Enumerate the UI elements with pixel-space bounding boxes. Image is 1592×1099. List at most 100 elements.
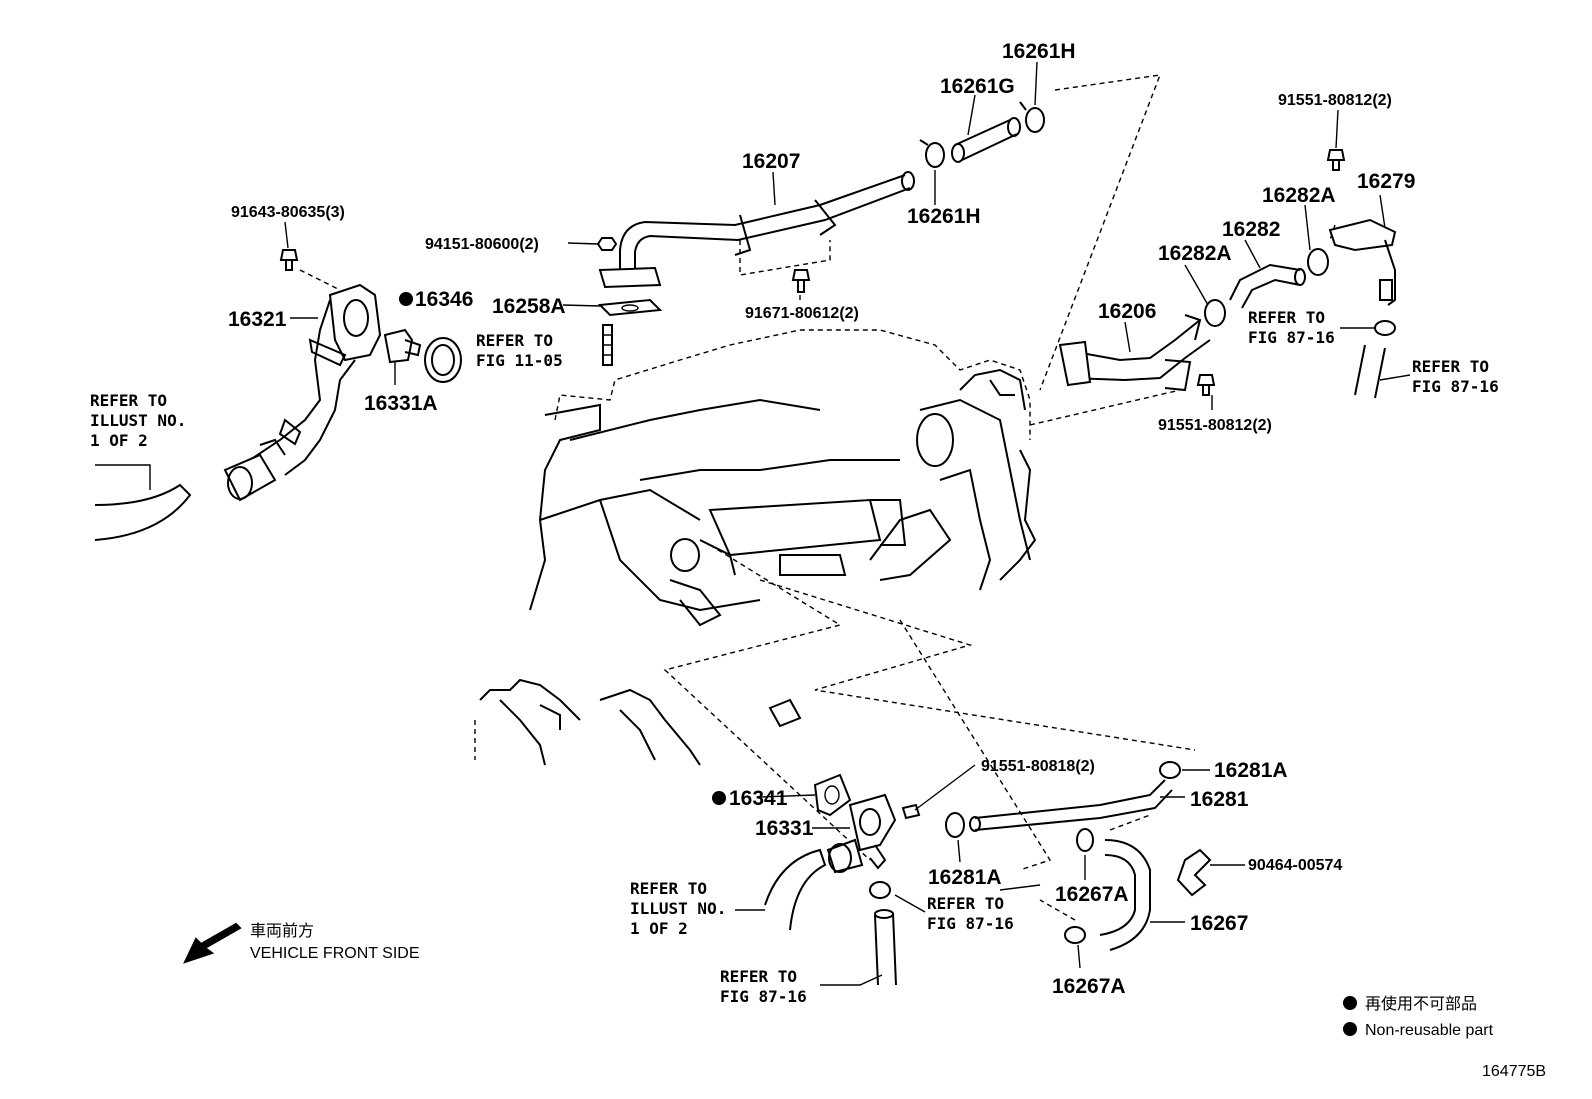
refer-fig87-a-line2: FIG 87-16 — [1248, 328, 1335, 347]
legend-dot-en — [1343, 1022, 1357, 1036]
bolt-91551-mid — [1196, 374, 1216, 396]
label-16321: 16321 — [228, 308, 287, 331]
part-labels: 16261H 16261G 16261H 16207 94151-80600(2… — [228, 40, 1415, 998]
bracket-16279 — [1328, 218, 1397, 306]
refer-fig87-a-line1: REFER TO — [1248, 308, 1325, 327]
vehicle-front-en: VEHICLE FRONT SIDE — [250, 945, 420, 962]
leader-lines — [95, 61, 1411, 986]
refer-illust-upper-line1: REFER TO — [90, 391, 167, 410]
clamp-16267a-bottom — [1064, 926, 1086, 944]
label-16267: 16267 — [1190, 912, 1248, 935]
refer-illust-lower-line3: 1 OF 2 — [630, 919, 688, 938]
refer-illust-lower-line2: ILLUST NO. — [630, 899, 726, 918]
label-16281a-bottom: 16281A — [928, 866, 1002, 889]
label-16207: 16207 — [742, 150, 800, 173]
label-90464: 90464-00574 — [1248, 857, 1342, 874]
bolt-91671 — [791, 269, 811, 293]
hose-16281 — [969, 779, 1173, 832]
label-16331a: 16331A — [364, 392, 438, 415]
water-outlet-16331 — [826, 793, 897, 874]
label-16282a-left: 16282A — [1158, 242, 1232, 265]
refer-fig87-c-line2: FIG 87-16 — [927, 914, 1014, 933]
refer-illust-lower-line1: REFER TO — [630, 879, 707, 898]
front-arrow-icon — [183, 922, 242, 964]
gasket-16341 — [813, 773, 852, 817]
water-pipe-16207 — [598, 171, 915, 289]
label-91551-mid: 91551-80812(2) — [1158, 417, 1272, 434]
label-91551-top: 91551-80812(2) — [1278, 92, 1392, 109]
hose-16282 — [1229, 263, 1306, 309]
bolt-91643 — [279, 249, 299, 271]
clamp-16282a-left — [1204, 299, 1226, 327]
clamp-right-fig87 — [1374, 320, 1396, 336]
refer-fig87-b-line2: FIG 87-16 — [1412, 377, 1499, 396]
label-16267a-top: 16267A — [1055, 883, 1129, 906]
label-94151: 94151-80600(2) — [425, 236, 539, 253]
label-16261h-bottom: 16261H — [907, 205, 981, 228]
clamp-16281a-right — [1159, 761, 1181, 779]
clamp-16261h-bottom — [919, 139, 945, 168]
refer-fig87-d-line2: FIG 87-16 — [720, 987, 807, 1006]
vehicle-front-indicator: 車両前方 VEHICLE FRONT SIDE — [183, 922, 420, 964]
legend: 再使用不可部品 Non-reusable part — [1343, 995, 1494, 1039]
hose-16267 — [1099, 839, 1151, 951]
label-16331: 16331 — [755, 817, 814, 840]
clamp-16282a-top — [1307, 248, 1329, 276]
hose-refer-illust-lower — [764, 848, 827, 931]
pipe-stub — [768, 698, 802, 728]
reference-notes: REFER TO FIG 11-05 REFER TO ILLUST NO. 1… — [90, 308, 1499, 1006]
water-inlet-16321 — [223, 283, 382, 502]
label-16261g: 16261G — [940, 75, 1015, 98]
refer-fig11-line1: REFER TO — [476, 331, 553, 350]
refer-illust-upper-line2: ILLUST NO. — [90, 411, 186, 430]
engine-block — [529, 329, 1037, 627]
label-16267a-bottom: 16267A — [1052, 975, 1126, 998]
label-16346: 16346 — [415, 288, 473, 311]
engine-lower-section — [474, 678, 701, 766]
label-16206: 16206 — [1098, 300, 1156, 323]
legend-non-reusable-jp: 再使用不可部品 — [1365, 995, 1477, 1013]
hose-lower-fig87 — [874, 909, 897, 986]
figure-id: 164775B — [1482, 1063, 1546, 1080]
refer-fig87-c-line1: REFER TO — [927, 894, 1004, 913]
bolt-91551-top — [1326, 149, 1346, 171]
vehicle-front-jp: 車両前方 — [250, 922, 314, 940]
label-16281: 16281 — [1190, 788, 1249, 811]
clamp-16261h-top — [1019, 101, 1045, 133]
label-91551-80818: 91551-80818(2) — [981, 758, 1095, 775]
label-91643: 91643-80635(3) — [231, 204, 345, 221]
refer-fig87-d-line1: REFER TO — [720, 967, 797, 986]
label-16281a-right: 16281A — [1214, 759, 1288, 782]
refer-illust-upper-line3: 1 OF 2 — [90, 431, 148, 450]
label-16282: 16282 — [1222, 218, 1280, 241]
non-reusable-dot-16341 — [712, 791, 726, 805]
legend-dot-jp — [1343, 996, 1357, 1010]
water-pipe-16206 — [1058, 314, 1211, 392]
label-91671: 91671-80612(2) — [745, 305, 859, 322]
non-reusable-markers — [399, 292, 726, 805]
label-16282a-top: 16282A — [1262, 184, 1336, 207]
gasket-16346 — [424, 337, 462, 383]
hose-refer-illust-upper — [94, 483, 192, 541]
label-16258a: 16258A — [492, 295, 566, 318]
hose-right-fig87 — [1354, 344, 1386, 399]
label-16279: 16279 — [1357, 170, 1415, 193]
legend-non-reusable-en: Non-reusable part — [1365, 1022, 1494, 1039]
refer-fig87-b-line1: REFER TO — [1412, 357, 1489, 376]
refer-fig11-line2: FIG 11-05 — [476, 351, 563, 370]
gasket-16258a — [597, 298, 663, 317]
bolt-91551-80818 — [901, 803, 921, 820]
thermostat-16331a — [383, 328, 422, 364]
label-16261h-top: 16261H — [1002, 40, 1076, 63]
non-reusable-dot-16346 — [399, 292, 413, 306]
clamp-16281a-bottom — [945, 812, 965, 838]
clamp-lower-fig87 — [869, 881, 891, 899]
nut-94151 — [596, 237, 618, 251]
clamp-16267a-top — [1076, 828, 1094, 852]
assembly-dashed-lines — [299, 74, 1336, 921]
label-16341: 16341 — [729, 787, 788, 810]
clip-90464 — [1176, 848, 1212, 897]
hose-16261g — [951, 117, 1021, 163]
stud-bolt — [602, 324, 613, 366]
